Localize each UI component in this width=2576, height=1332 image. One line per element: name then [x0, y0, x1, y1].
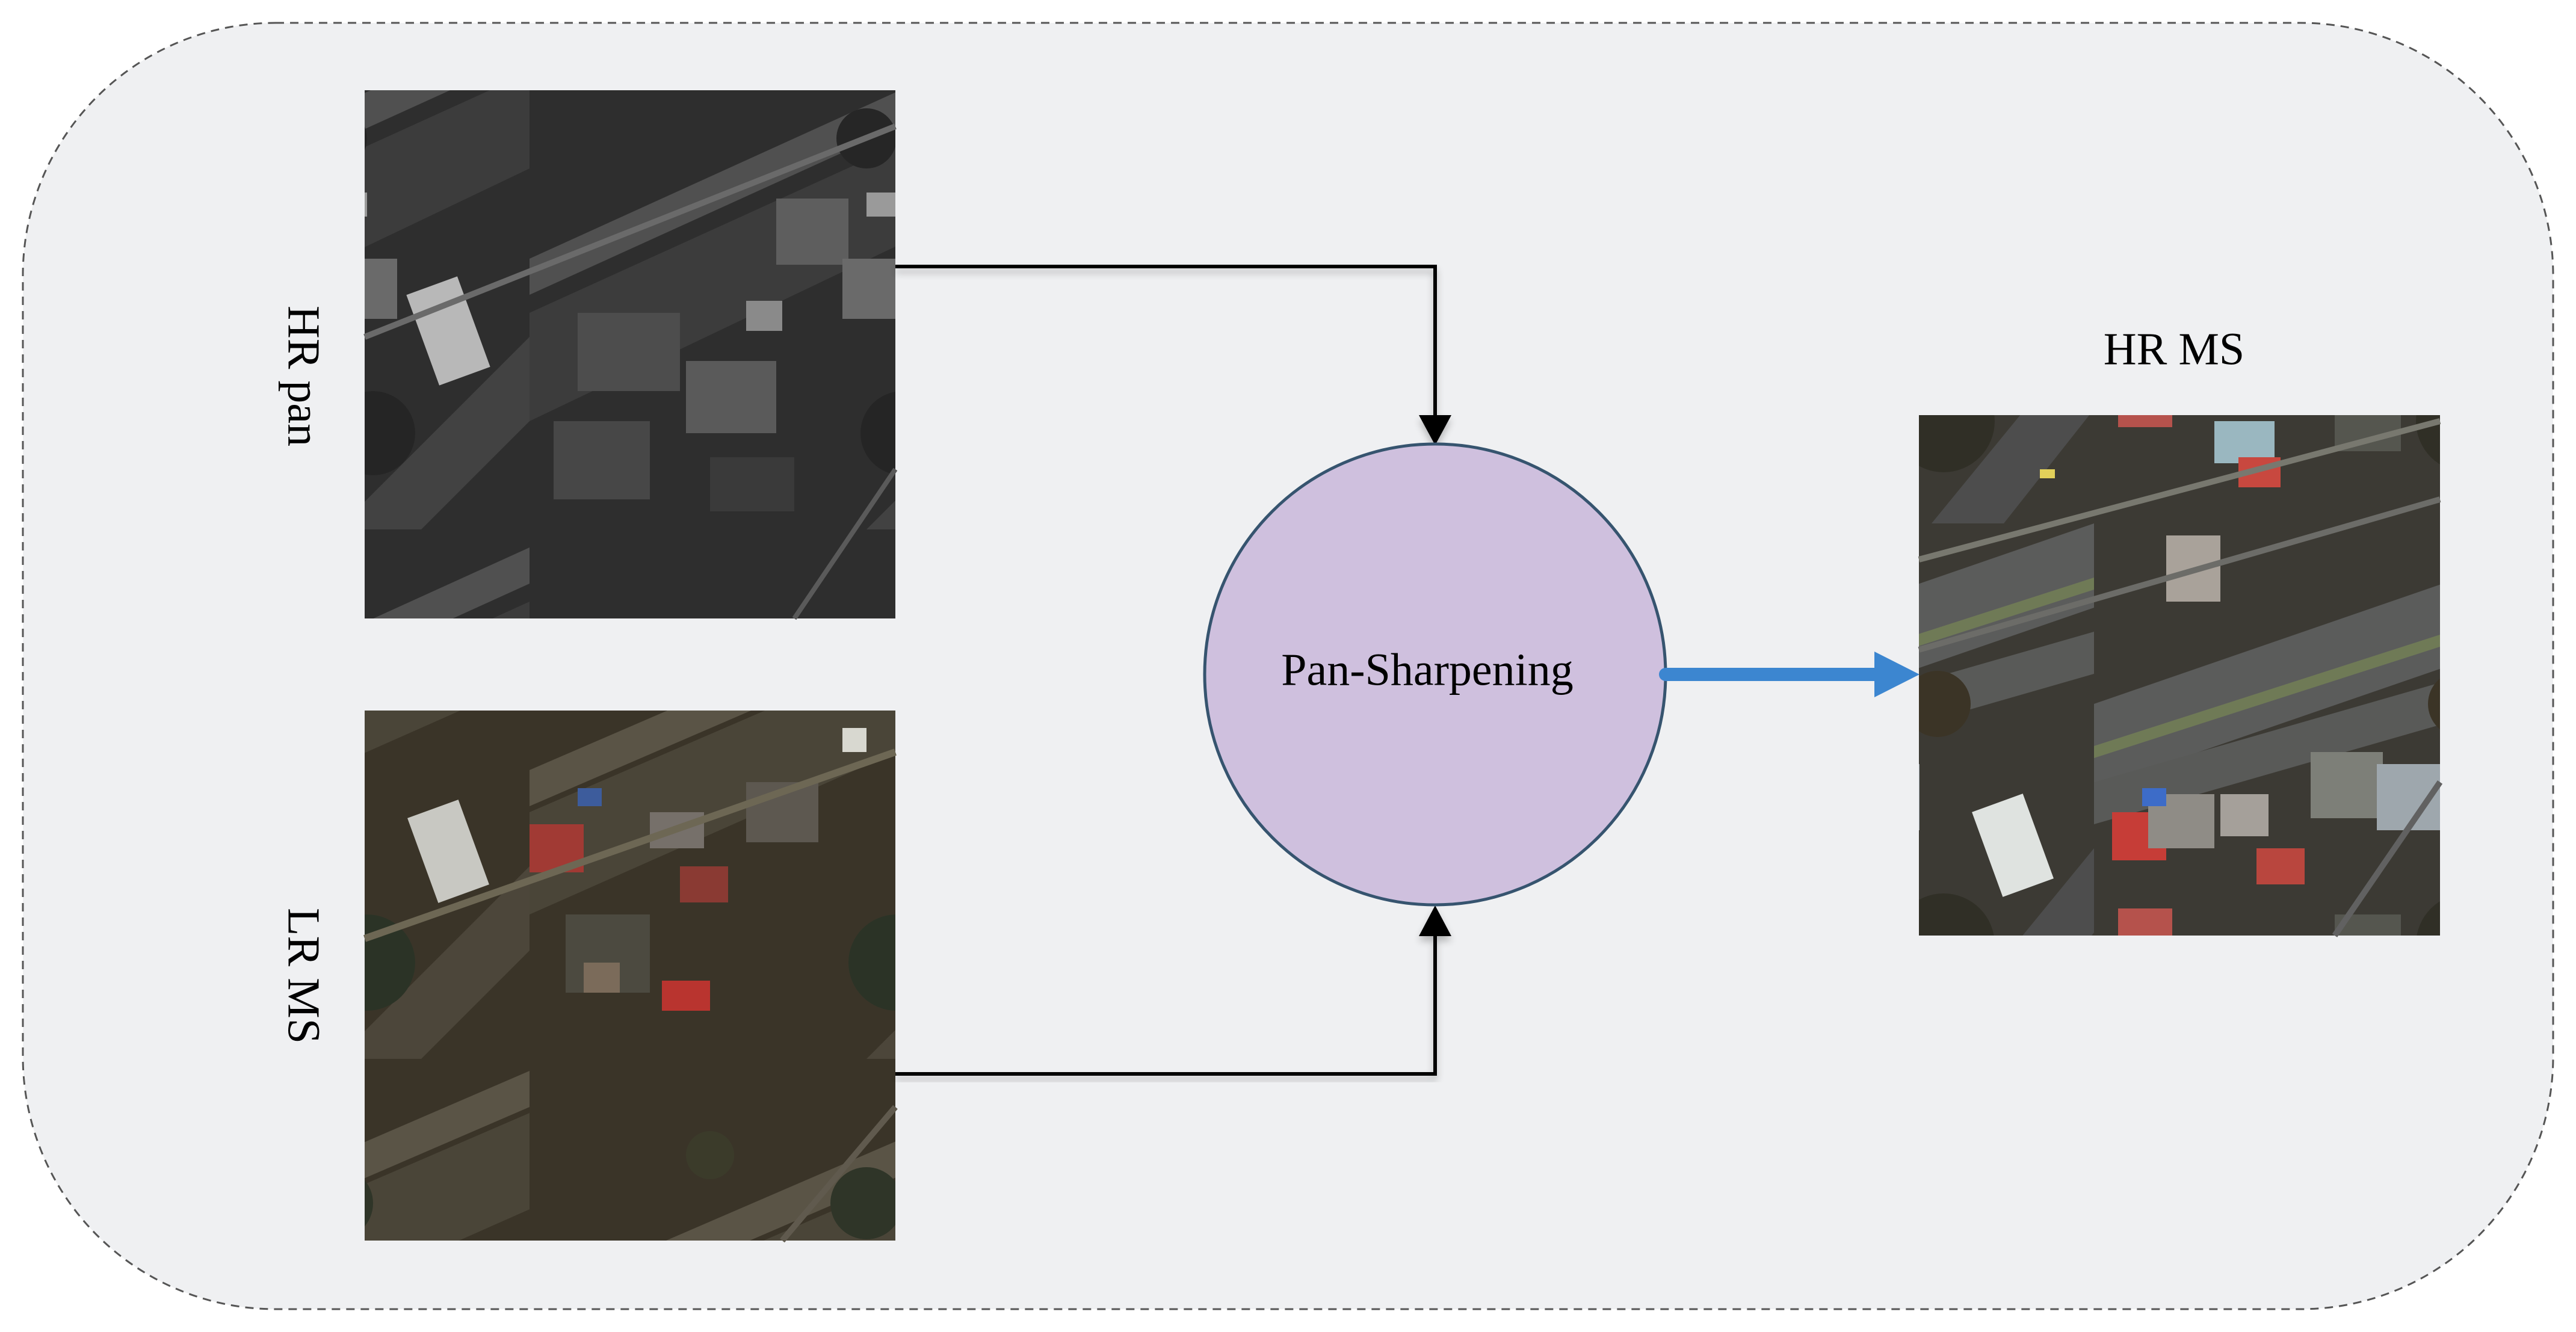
lr-ms-image	[363, 711, 898, 1243]
lr-ms-connector	[895, 905, 1451, 1076]
lr-ms-label: LR MS	[279, 908, 329, 1044]
hr-pan-connector	[895, 265, 1451, 445]
hr-ms-label: HR MS	[2104, 324, 2244, 374]
hr-pan-image	[363, 90, 898, 620]
hr-pan-label: HR pan	[279, 306, 329, 446]
hr-ms-image	[1918, 415, 2443, 937]
pan-sharpening-label: Pan-Sharpening	[1281, 644, 1573, 695]
output-arrow	[1659, 652, 1920, 697]
pan-sharpening-node: Pan-Sharpening	[1203, 442, 1667, 907]
